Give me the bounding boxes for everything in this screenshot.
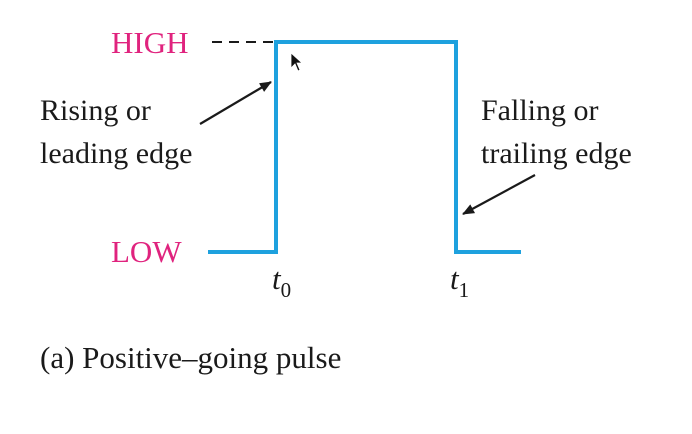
mouse-pointer-icon [290, 52, 304, 72]
falling-edge-label-line1: Falling or [481, 94, 599, 127]
t0-label-subscript: 0 [281, 278, 292, 302]
high-level-label: HIGH [111, 25, 189, 60]
figure-caption: (a) Positive–going pulse [40, 340, 341, 375]
rising-edge-arrow [199, 81, 272, 125]
t0-label-base: t [272, 261, 282, 296]
t1-label-base: t [450, 261, 460, 296]
t1-label: t1 [450, 261, 469, 302]
low-level-label: LOW [111, 234, 182, 269]
rising-edge-label: Rising or leading edge [40, 94, 192, 170]
t1-label-subscript: 1 [459, 278, 470, 302]
falling-edge-label: Falling or trailing edge [481, 94, 632, 170]
t0-label: t0 [272, 261, 291, 302]
falling-edge-label-line2: trailing edge [481, 137, 632, 170]
rising-edge-label-line1: Rising or [40, 94, 151, 127]
falling-edge-arrow [462, 174, 536, 215]
pulse-waveform [208, 40, 521, 254]
rising-edge-label-line2: leading edge [40, 137, 192, 170]
